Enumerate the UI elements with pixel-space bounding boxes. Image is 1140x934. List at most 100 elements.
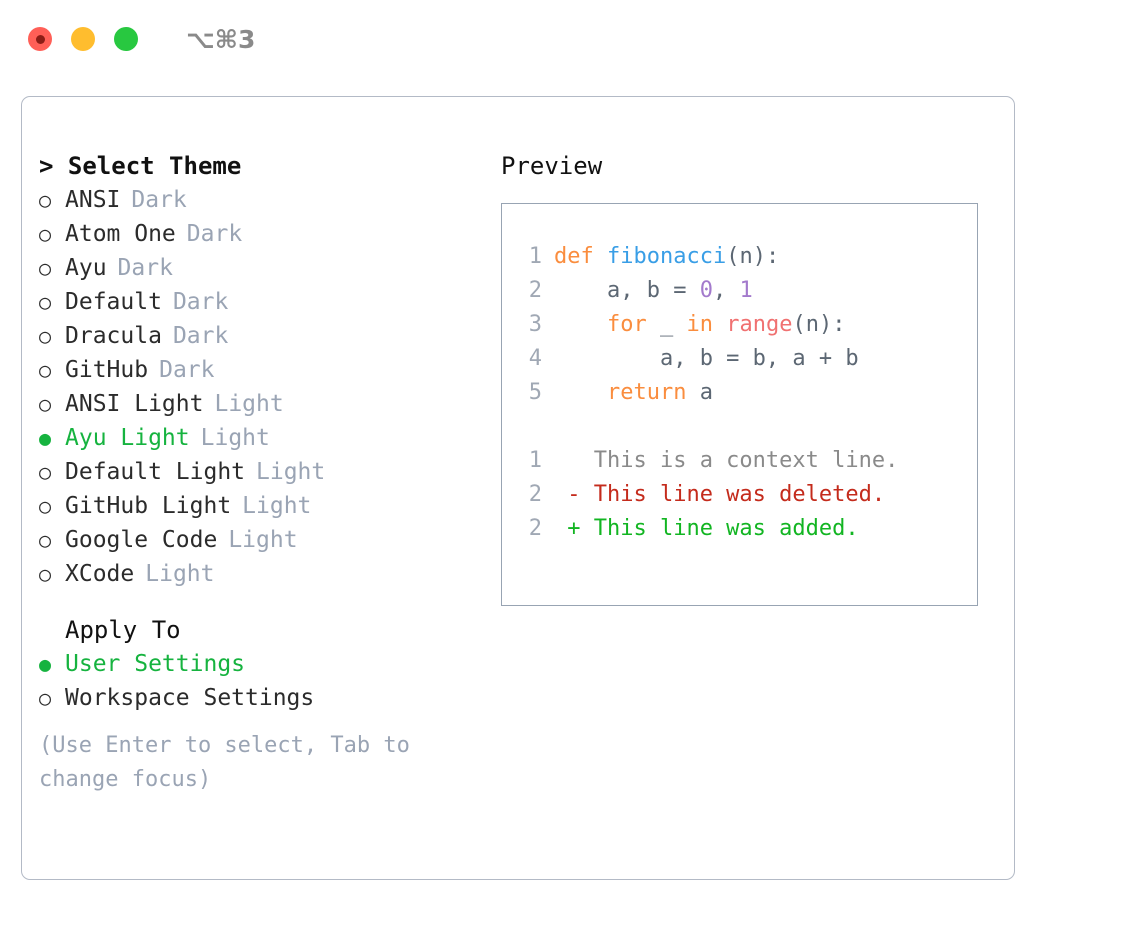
radio-unselected-icon: ○ bbox=[39, 562, 52, 586]
apply-to-option-1[interactable]: ○ Workspace Settings bbox=[39, 681, 487, 715]
theme-option-4[interactable]: ○ Dracula Dark bbox=[39, 319, 487, 353]
theme-variant-badge: Dark bbox=[117, 255, 173, 281]
radio-unselected-icon: ○ bbox=[39, 494, 52, 518]
theme-option-label: Default Light bbox=[65, 459, 246, 485]
theme-option-label: XCode bbox=[65, 561, 135, 587]
radio-unselected-icon: ○ bbox=[39, 222, 52, 246]
line-number: 2 bbox=[528, 278, 542, 303]
line-number: 3 bbox=[528, 312, 542, 337]
theme-variant-badge: Dark bbox=[172, 289, 229, 315]
code-token: - This line was deleted. bbox=[554, 482, 886, 507]
theme-variant-badge: Light bbox=[214, 391, 284, 417]
theme-option-label: Atom One bbox=[65, 221, 176, 247]
minimize-window-button[interactable] bbox=[71, 27, 95, 51]
title-bar: ⌥⌘3 bbox=[0, 0, 1140, 78]
theme-variant-badge: Dark bbox=[172, 323, 229, 349]
theme-option-3[interactable]: ○ Default Dark bbox=[39, 285, 487, 319]
code-token: + This line was added. bbox=[554, 516, 859, 541]
theme-variant-badge: Light bbox=[228, 527, 298, 553]
radio-selected-icon: ● bbox=[39, 652, 52, 676]
radio-unselected-icon: ○ bbox=[39, 324, 52, 348]
theme-option-label: Dracula bbox=[65, 323, 162, 349]
maximize-window-button[interactable] bbox=[114, 27, 138, 51]
code-token: a, b = b, a + b bbox=[554, 346, 859, 371]
theme-variant-badge: Light bbox=[145, 561, 215, 587]
line-number: 4 bbox=[528, 346, 542, 371]
theme-variant-badge: Dark bbox=[186, 221, 243, 247]
apply-to-option-label: Workspace Settings bbox=[65, 685, 315, 711]
code-line-1: 2 a, b = 0, 1 bbox=[520, 274, 977, 308]
code-token bbox=[554, 312, 607, 337]
theme-option-6[interactable]: ○ ANSI Light Light bbox=[39, 387, 487, 421]
code-line-2: 3 for _ in range(n): bbox=[520, 308, 977, 342]
keyboard-shortcut-label: ⌥⌘3 bbox=[186, 24, 256, 54]
radio-unselected-icon: ○ bbox=[39, 460, 52, 484]
apply-to-header: Apply To bbox=[65, 616, 181, 644]
select-theme-header: > Select Theme bbox=[39, 152, 242, 180]
radio-unselected-icon: ○ bbox=[39, 686, 52, 710]
theme-option-label: Default bbox=[65, 289, 162, 315]
theme-option-label: Ayu bbox=[65, 255, 107, 281]
theme-variant-badge: Light bbox=[242, 493, 312, 519]
radio-unselected-icon: ○ bbox=[39, 528, 52, 552]
theme-option-2[interactable]: ○ Ayu Dark bbox=[39, 251, 487, 285]
theme-option-8[interactable]: ○ Default Light Light bbox=[39, 455, 487, 489]
theme-variant-badge: Dark bbox=[159, 357, 215, 383]
code-token: fibonacci bbox=[606, 244, 727, 269]
code-token bbox=[554, 380, 607, 405]
radio-unselected-icon: ○ bbox=[39, 290, 52, 314]
code-line-3: 4 a, b = b, a + b bbox=[520, 342, 977, 376]
radio-unselected-icon: ○ bbox=[39, 188, 52, 212]
code-token: 1 bbox=[739, 278, 753, 303]
window-controls bbox=[28, 27, 138, 51]
code-token: for bbox=[606, 312, 647, 337]
theme-option-label: ANSI Light bbox=[65, 391, 204, 417]
theme-option-label: ANSI bbox=[65, 187, 121, 213]
theme-variant-badge: Light bbox=[256, 459, 326, 485]
code-token: in bbox=[686, 312, 713, 337]
close-window-button[interactable] bbox=[28, 27, 52, 51]
diff-sample: 1 This is a context line.2 - This line w… bbox=[520, 444, 977, 546]
code-token: range bbox=[726, 312, 793, 337]
code-token: _ bbox=[646, 312, 687, 337]
line-number: 2 bbox=[528, 516, 542, 541]
code-token: a, b = bbox=[554, 278, 700, 303]
code-token bbox=[713, 312, 726, 337]
line-number: 2 bbox=[528, 482, 542, 507]
code-token: a bbox=[686, 380, 713, 405]
preview-title: Preview bbox=[501, 152, 603, 180]
apply-to-option-0[interactable]: ● User Settings bbox=[39, 647, 487, 681]
theme-option-1[interactable]: ○ Atom One Dark bbox=[39, 217, 487, 251]
radio-unselected-icon: ○ bbox=[39, 256, 52, 280]
diff-line-1: 2 - This line was deleted. bbox=[520, 478, 977, 512]
diff-line-0: 1 This is a context line. bbox=[520, 444, 977, 478]
code-token: def bbox=[554, 244, 607, 269]
line-number: 1 bbox=[528, 244, 542, 269]
line-number: 1 bbox=[528, 448, 542, 473]
theme-option-11[interactable]: ○ XCode Light bbox=[39, 557, 487, 591]
diff-line-2: 2 + This line was added. bbox=[520, 512, 977, 546]
apply-to-option-label: User Settings bbox=[65, 651, 246, 677]
line-number: 5 bbox=[528, 380, 542, 405]
code-token: , bbox=[712, 278, 740, 303]
code-token: return bbox=[606, 380, 687, 405]
radio-selected-icon: ● bbox=[39, 426, 52, 450]
code-line-4: 5 return a bbox=[520, 376, 977, 410]
apply-to-option-list[interactable]: ● User Settings ○ Workspace Settings bbox=[39, 647, 487, 715]
theme-option-label: GitHub bbox=[65, 357, 149, 383]
radio-unselected-icon: ○ bbox=[39, 392, 52, 416]
theme-option-label: Ayu Light bbox=[65, 425, 190, 451]
keyboard-hint-text: (Use Enter to select, Tab to change focu… bbox=[39, 733, 410, 792]
